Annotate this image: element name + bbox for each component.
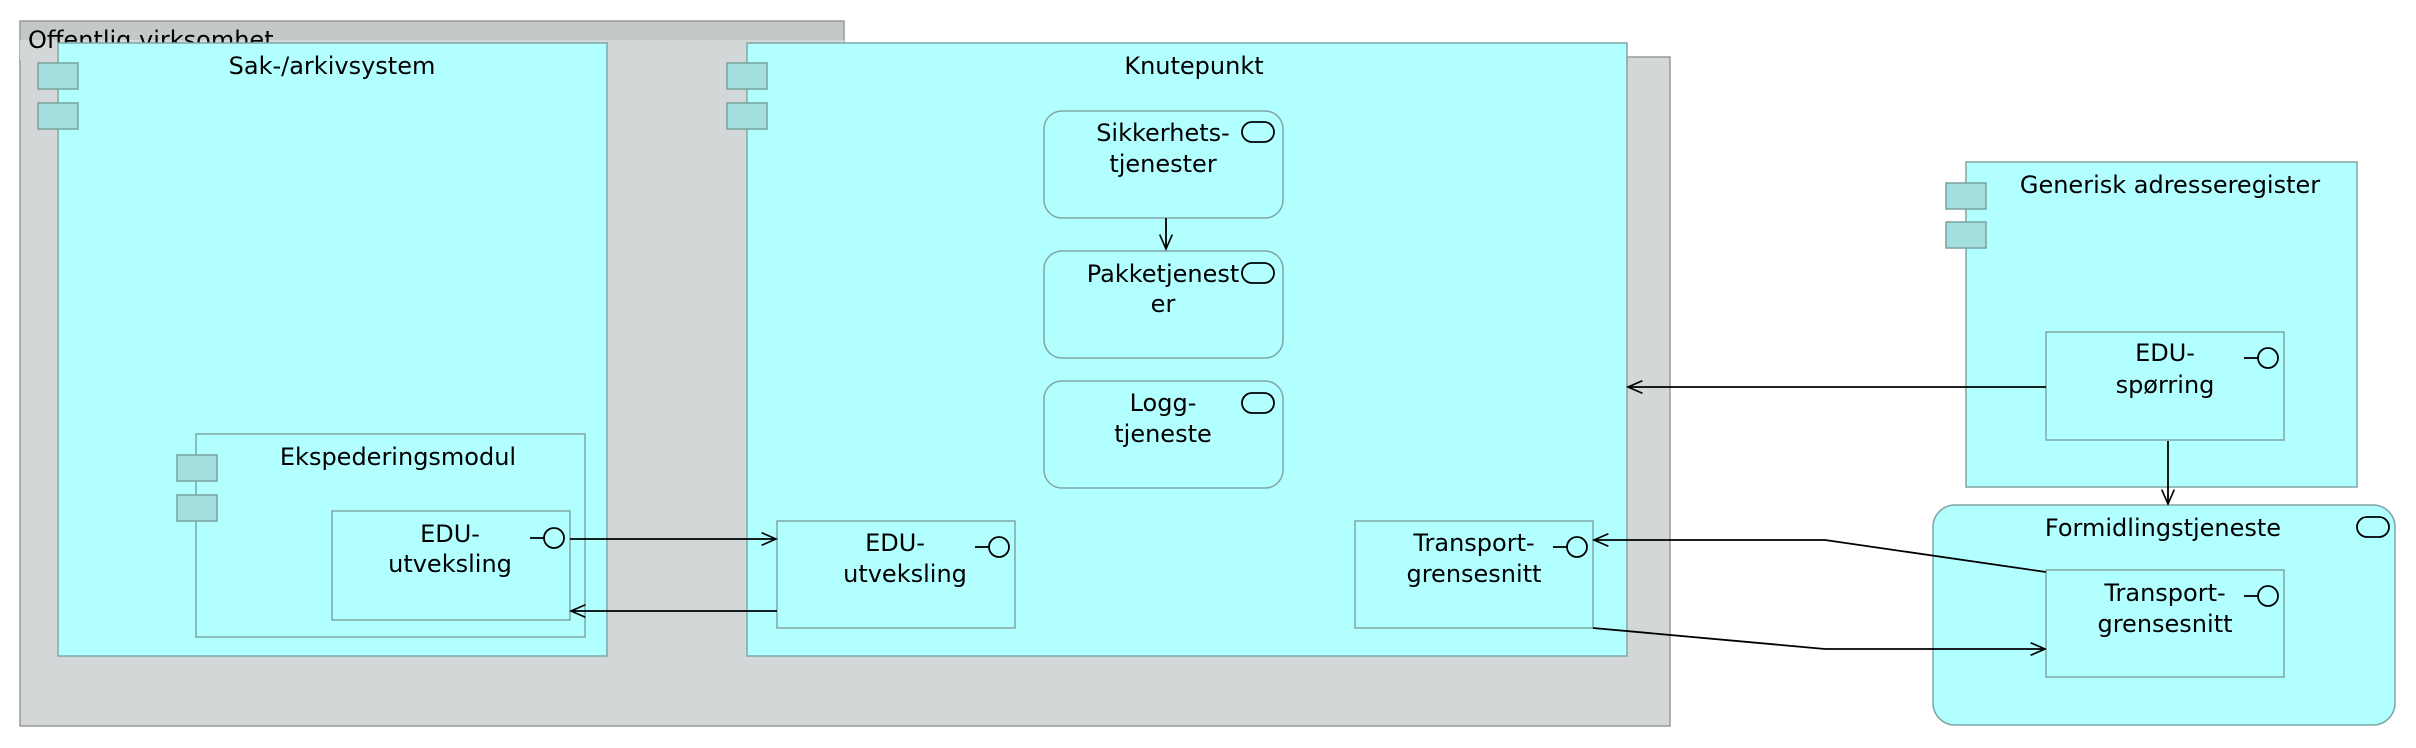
- component-title: Knutepunkt: [1124, 52, 1263, 80]
- interface-transportgrensesnitt-formidling[interactable]: Transport- grensesnitt: [2045, 569, 2285, 678]
- edge-transport-knute-to-form[interactable]: [1592, 627, 2045, 649]
- interface-icon: [2244, 585, 2279, 607]
- interface-edu-utveksling-knutepunkt[interactable]: EDU- utveksling: [776, 520, 1016, 629]
- service-pakketjenester[interactable]: Pakketjenest er: [1043, 250, 1284, 359]
- interface-box: [1354, 520, 1594, 629]
- component-icon: [37, 62, 79, 130]
- interface-label-line1: Transport-: [1412, 529, 1534, 557]
- interface-icon: [1553, 536, 1588, 558]
- service-box: [1043, 110, 1284, 219]
- interface-box: [2045, 569, 2285, 678]
- interface-label-line2: utveksling: [388, 550, 512, 578]
- interface-box: [331, 510, 571, 621]
- service-icon: [1241, 262, 1275, 284]
- component-title: Sak-/arkivsystem: [229, 52, 436, 80]
- service-box: [1043, 380, 1284, 489]
- interface-icon: [530, 527, 565, 549]
- service-label-line2: er: [1151, 290, 1176, 318]
- service-sikkerhetstjenester[interactable]: Sikkerhets- tjenester: [1043, 110, 1284, 219]
- service-label-line2: tjeneste: [1114, 420, 1212, 448]
- service-box: [1043, 250, 1284, 359]
- interface-icon: [2244, 347, 2279, 369]
- interface-label-line1: EDU-: [865, 529, 925, 557]
- interface-box: [776, 520, 1016, 629]
- interface-label-line1: EDU-: [2135, 339, 2195, 367]
- interface-label-line1: Transport-: [2103, 579, 2225, 607]
- service-icon: [2356, 516, 2390, 538]
- interface-transportgrensesnitt-knutepunkt[interactable]: Transport- grensesnitt: [1354, 520, 1594, 629]
- service-icon: [1241, 392, 1275, 414]
- service-label-line1: Sikkerhets-: [1096, 119, 1230, 147]
- component-icon: [726, 62, 768, 130]
- interface-icon: [975, 536, 1010, 558]
- service-loggtjeneste[interactable]: Logg- tjeneste: [1043, 380, 1284, 489]
- service-label-line1: Pakketjenest: [1087, 260, 1240, 288]
- interface-label-line2: utveksling: [843, 560, 967, 588]
- interface-label-line2: grensesnitt: [1406, 560, 1541, 588]
- interface-edu-utveksling-sak[interactable]: EDU- utveksling: [331, 510, 571, 621]
- interface-box: [2045, 331, 2285, 441]
- component-icon: [1945, 182, 1987, 249]
- interface-label-line2: spørring: [2116, 371, 2215, 399]
- edges: [570, 218, 2168, 649]
- service-title: Formidlingstjeneste: [2045, 514, 2281, 542]
- service-label-line2: tjenester: [1109, 150, 1217, 178]
- service-label-line1: Logg-: [1130, 389, 1197, 417]
- edge-transport-form-to-knute[interactable]: [1594, 540, 2047, 573]
- component-title: Generisk adresseregister: [2020, 171, 2320, 199]
- component-title: Ekspederingsmodul: [280, 443, 516, 471]
- interface-edu-sporring[interactable]: EDU- spørring: [2045, 331, 2285, 441]
- service-icon: [1241, 121, 1275, 143]
- interface-label-line1: EDU-: [420, 520, 480, 548]
- interface-label-line2: grensesnitt: [2097, 610, 2232, 638]
- component-icon: [176, 454, 218, 522]
